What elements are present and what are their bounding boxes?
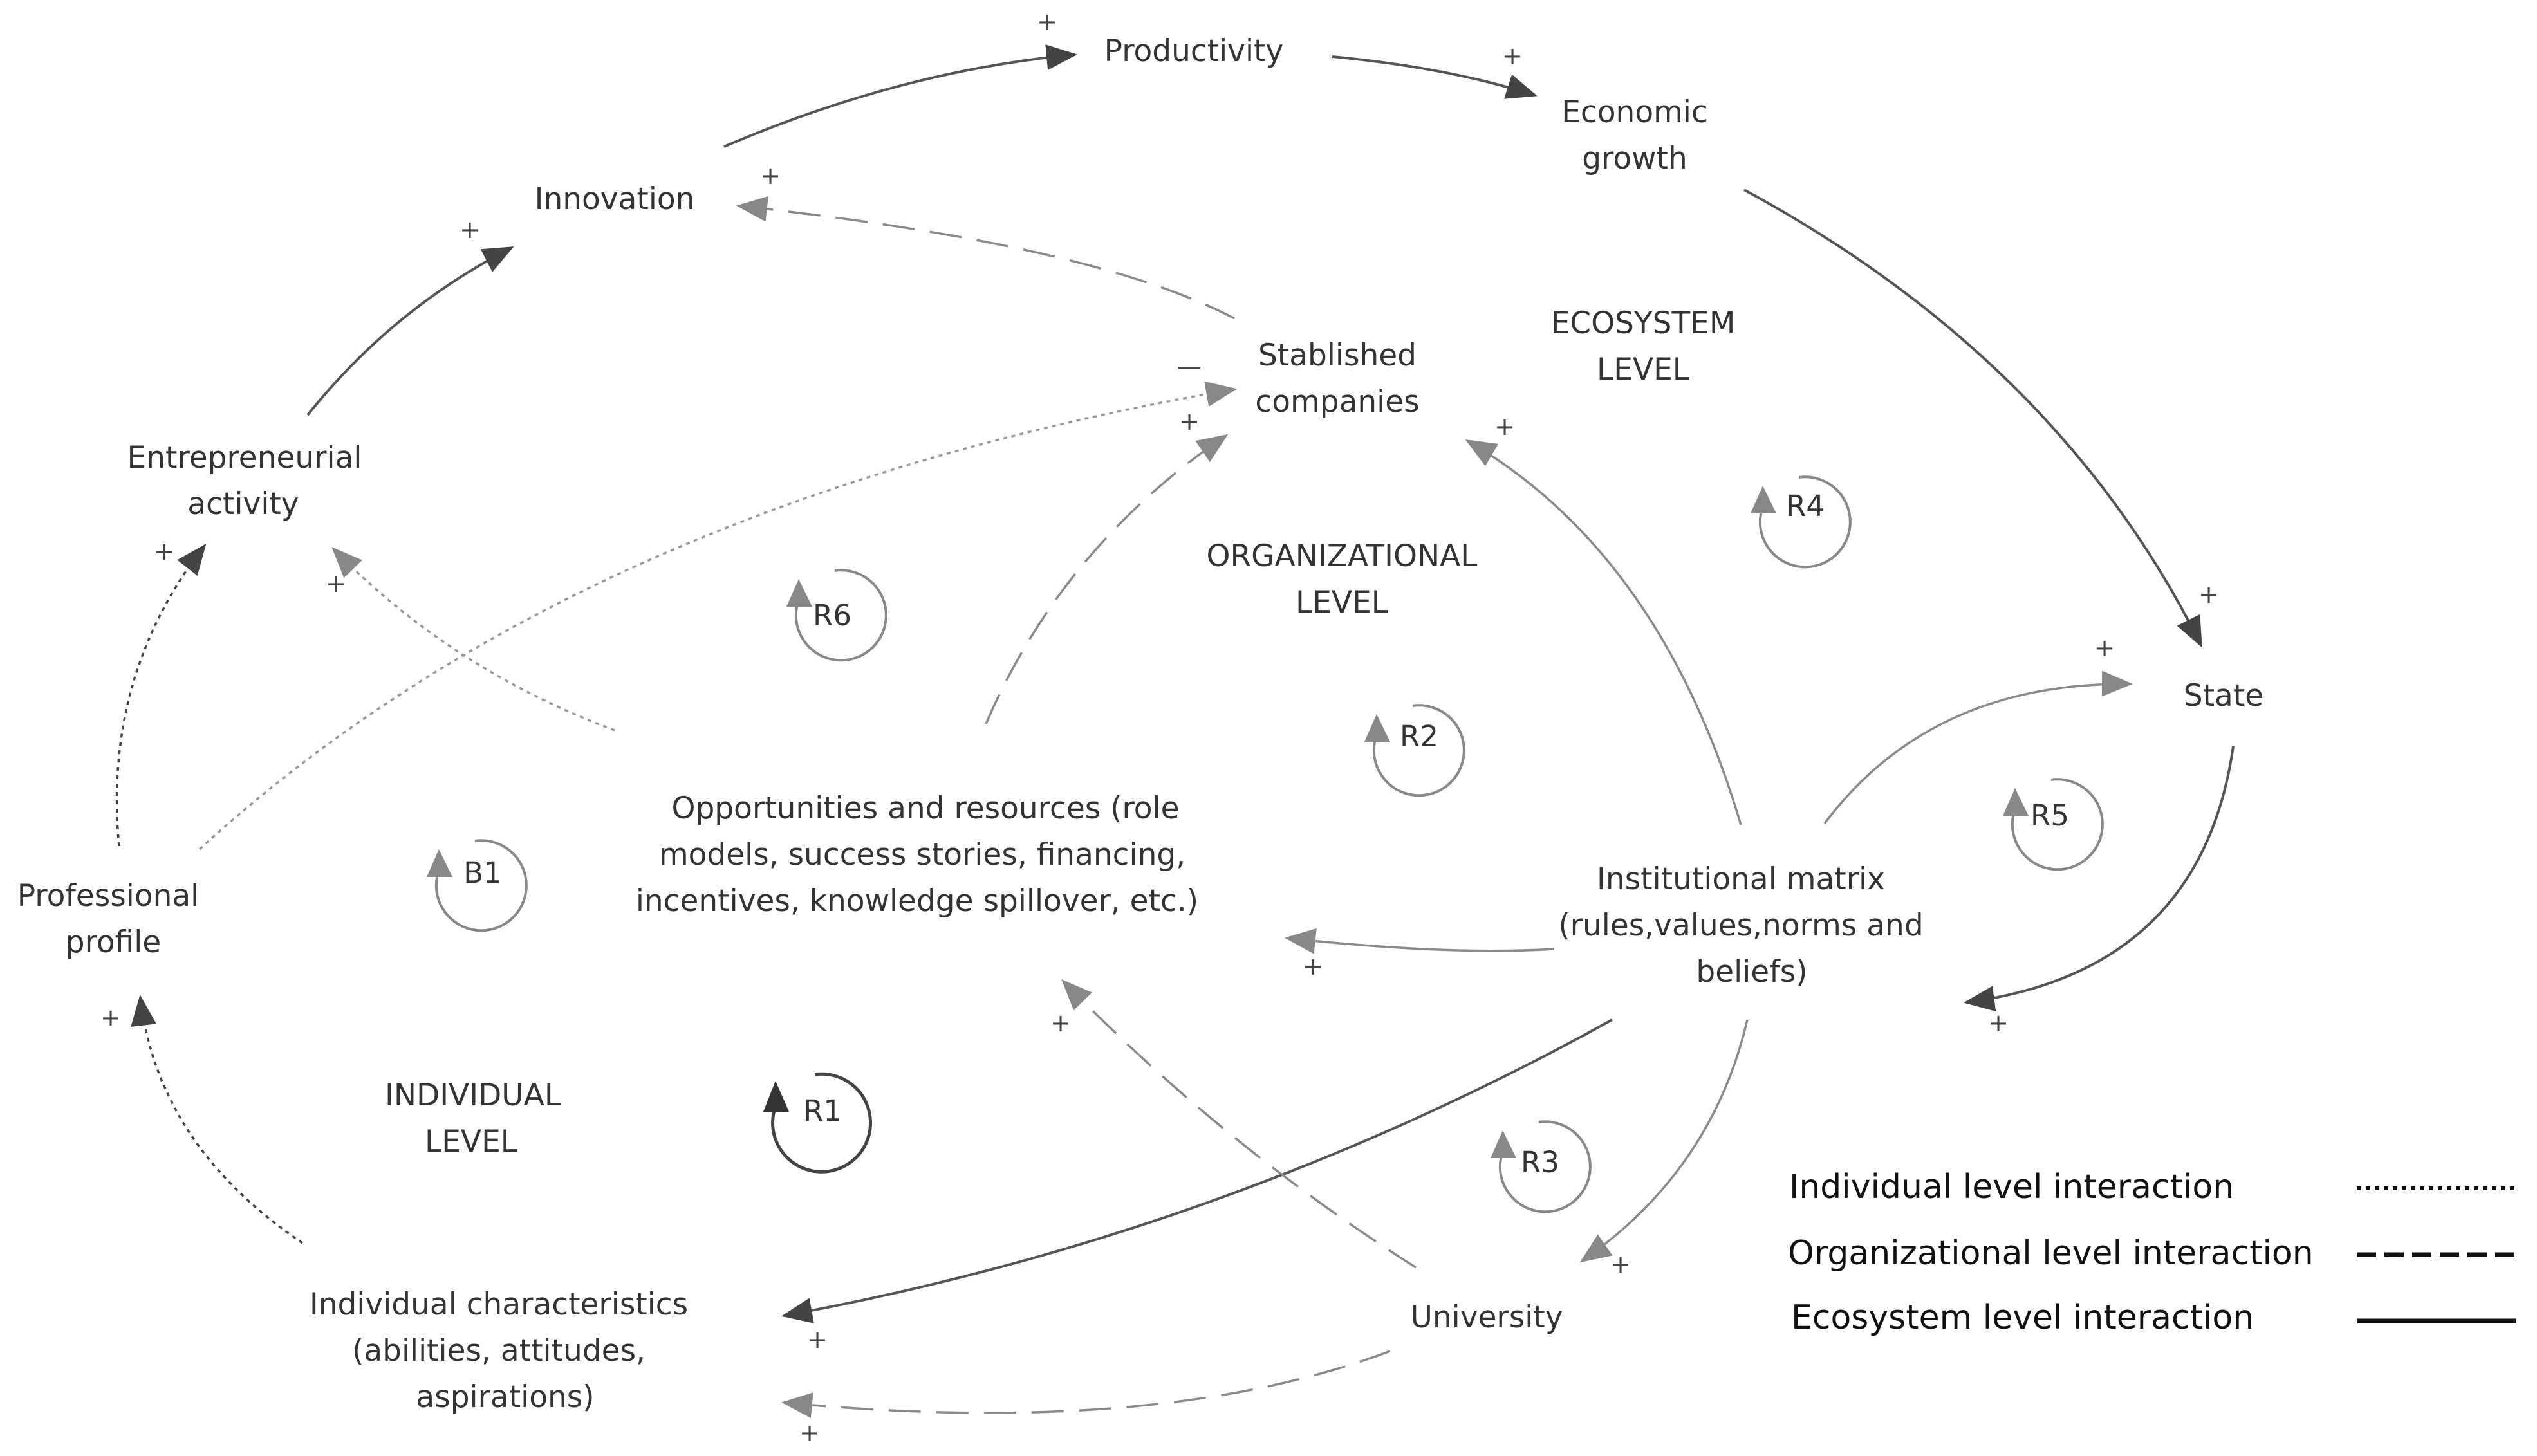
node-entrepreneurial-activity-line2: activity [187, 486, 299, 522]
node-entrepreneurial-activity-line1: Entrepreneurial [127, 440, 362, 475]
edge-professional-entrepreneurial [115, 543, 207, 847]
legend-item-organizational: Organizational level interaction [1788, 1234, 2516, 1273]
sign-entrepreneurial-innovation: + [460, 216, 480, 244]
loop-b1: B1 [427, 839, 528, 932]
loop-r6: R6 [786, 569, 887, 662]
sign-productivity-economic-growth: + [1502, 42, 1523, 70]
loop-r3: R3 [1491, 1120, 1592, 1213]
node-economic-growth-line1: Economic [1561, 95, 1708, 130]
legend-ecosystem-label: Ecosystem level interaction [1791, 1298, 2254, 1337]
sign-economic-growth-state: + [2198, 580, 2219, 609]
node-professional-profile-line1: Professional [17, 878, 199, 914]
sign-institutional-opportunities: + [1303, 952, 1323, 981]
edge-individual-characteristics-professional [131, 995, 303, 1244]
loop-r1: R1 [763, 1072, 873, 1174]
node-opportunities-line2: models, success stories, financing, [659, 837, 1185, 872]
node-individual-characteristics-line3: aspirations) [416, 1379, 594, 1415]
sign-university-individual: + [799, 1419, 820, 1447]
legend-organizational-label: Organizational level interaction [1788, 1234, 2314, 1273]
node-individual-characteristics-line1: Individual characteristics [310, 1287, 688, 1322]
level-individual-line1: INDIVIDUAL [385, 1078, 561, 1113]
sign-institutional-state: + [2094, 634, 2115, 662]
node-institutional-matrix: Institutional matrix (rules,values,norms… [1558, 862, 1923, 990]
node-opportunities-line1: Opportunities and resources (role [671, 791, 1179, 826]
node-professional-profile: Professional profile [17, 878, 199, 960]
node-university: University [1410, 1300, 1563, 1335]
sign-professional-companies-minus: — [1177, 352, 1202, 380]
node-individual-characteristics-line2: (abilities, attitudes, [352, 1333, 646, 1368]
edge-economic-growth-state [1743, 189, 2202, 648]
loop-r3-label: R3 [1521, 1145, 1559, 1179]
edge-opportunities-entrepreneurial [331, 547, 615, 732]
sign-innovation-productivity: + [1037, 8, 1057, 36]
node-stablished-companies-line1: Stablished [1258, 338, 1417, 373]
node-professional-profile-line2: profile [66, 925, 161, 960]
level-organizational-line2: LEVEL [1296, 585, 1388, 620]
loop-r4-label: R4 [1786, 489, 1825, 523]
sign-companies-innovation: + [760, 161, 781, 190]
legend-individual-label: Individual level interaction [1789, 1168, 2234, 1206]
legend: Individual level interaction Organizatio… [1788, 1168, 2516, 1337]
level-organizational-line1: ORGANIZATIONAL [1206, 539, 1477, 574]
loop-r5-label: R5 [2031, 798, 2069, 833]
node-entrepreneurial-activity: Entrepreneurial activity [127, 440, 362, 522]
sign-university-opportunities: + [1050, 1009, 1071, 1037]
node-stablished-companies: Stablished companies [1255, 338, 1419, 419]
edge-institutional-university [1579, 1019, 1749, 1263]
loop-b1-label: B1 [463, 856, 502, 890]
edge-university-opportunities [1061, 979, 1417, 1269]
edge-opportunities-companies [985, 434, 1229, 724]
edge-institutional-companies [1465, 439, 1742, 825]
edge-institutional-state [1823, 670, 2133, 825]
node-institutional-matrix-line2: (rules,values,norms and [1558, 908, 1923, 943]
node-individual-characteristics: Individual characteristics (abilities, a… [310, 1287, 688, 1415]
sign-professional-entrepreneurial: + [154, 537, 174, 566]
level-individual-line2: LEVEL [425, 1124, 517, 1159]
level-ecosystem: ECOSYSTEM LEVEL [1551, 306, 1736, 387]
node-productivity: Productivity [1104, 33, 1284, 69]
legend-item-individual: Individual level interaction [1789, 1168, 2516, 1206]
edge-professional-companies [198, 381, 1237, 851]
loop-r5: R5 [2003, 778, 2104, 871]
node-economic-growth-line2: growth [1582, 141, 1687, 176]
edge-innovation-productivity [723, 44, 1077, 148]
level-individual: INDIVIDUAL LEVEL [385, 1078, 561, 1159]
node-opportunities-resources: Opportunities and resources (role models… [636, 791, 1198, 919]
level-organizational: ORGANIZATIONAL LEVEL [1206, 539, 1477, 620]
sign-institutional-university: + [1610, 1250, 1631, 1278]
edge-institutional-opportunities [1285, 928, 1555, 954]
edge-entrepreneurial-innovation [306, 246, 514, 416]
sign-institutional-individual: + [807, 1325, 828, 1354]
loop-r4: R4 [1751, 475, 1852, 569]
sign-state-institutional: + [1988, 1009, 2009, 1037]
loop-r6-label: R6 [813, 598, 851, 632]
edge-state-institutional-matrix [1964, 746, 2235, 1012]
node-economic-growth: Economic growth [1561, 95, 1708, 176]
edge-companies-innovation [736, 196, 1235, 320]
edge-university-individual-characteristics [781, 1350, 1391, 1419]
node-stablished-companies-line2: companies [1255, 384, 1419, 419]
node-state: State [2184, 678, 2263, 714]
loop-r2-label: R2 [1400, 719, 1438, 753]
level-ecosystem-line2: LEVEL [1597, 352, 1689, 387]
node-institutional-matrix-line1: Institutional matrix [1597, 862, 1885, 897]
node-opportunities-line3: incentives, knowledge spillover, etc.) [636, 883, 1198, 919]
sign-opportunities-companies: + [1179, 407, 1200, 436]
loop-r2: R2 [1364, 704, 1465, 797]
node-innovation: Innovation [535, 181, 695, 217]
sign-institutional-companies: + [1494, 412, 1515, 441]
sign-opportunities-entrepreneurial: + [326, 569, 346, 598]
level-ecosystem-line1: ECOSYSTEM [1551, 306, 1736, 341]
legend-item-ecosystem: Ecosystem level interaction [1791, 1298, 2516, 1337]
node-institutional-matrix-line3: beliefs) [1696, 954, 1807, 990]
sign-individual-professional: + [100, 1004, 121, 1032]
edge-institutional-individual-characteristics [781, 1018, 1613, 1323]
edge-productivity-economic-growth [1332, 55, 1538, 99]
loop-r1-label: R1 [803, 1094, 842, 1128]
